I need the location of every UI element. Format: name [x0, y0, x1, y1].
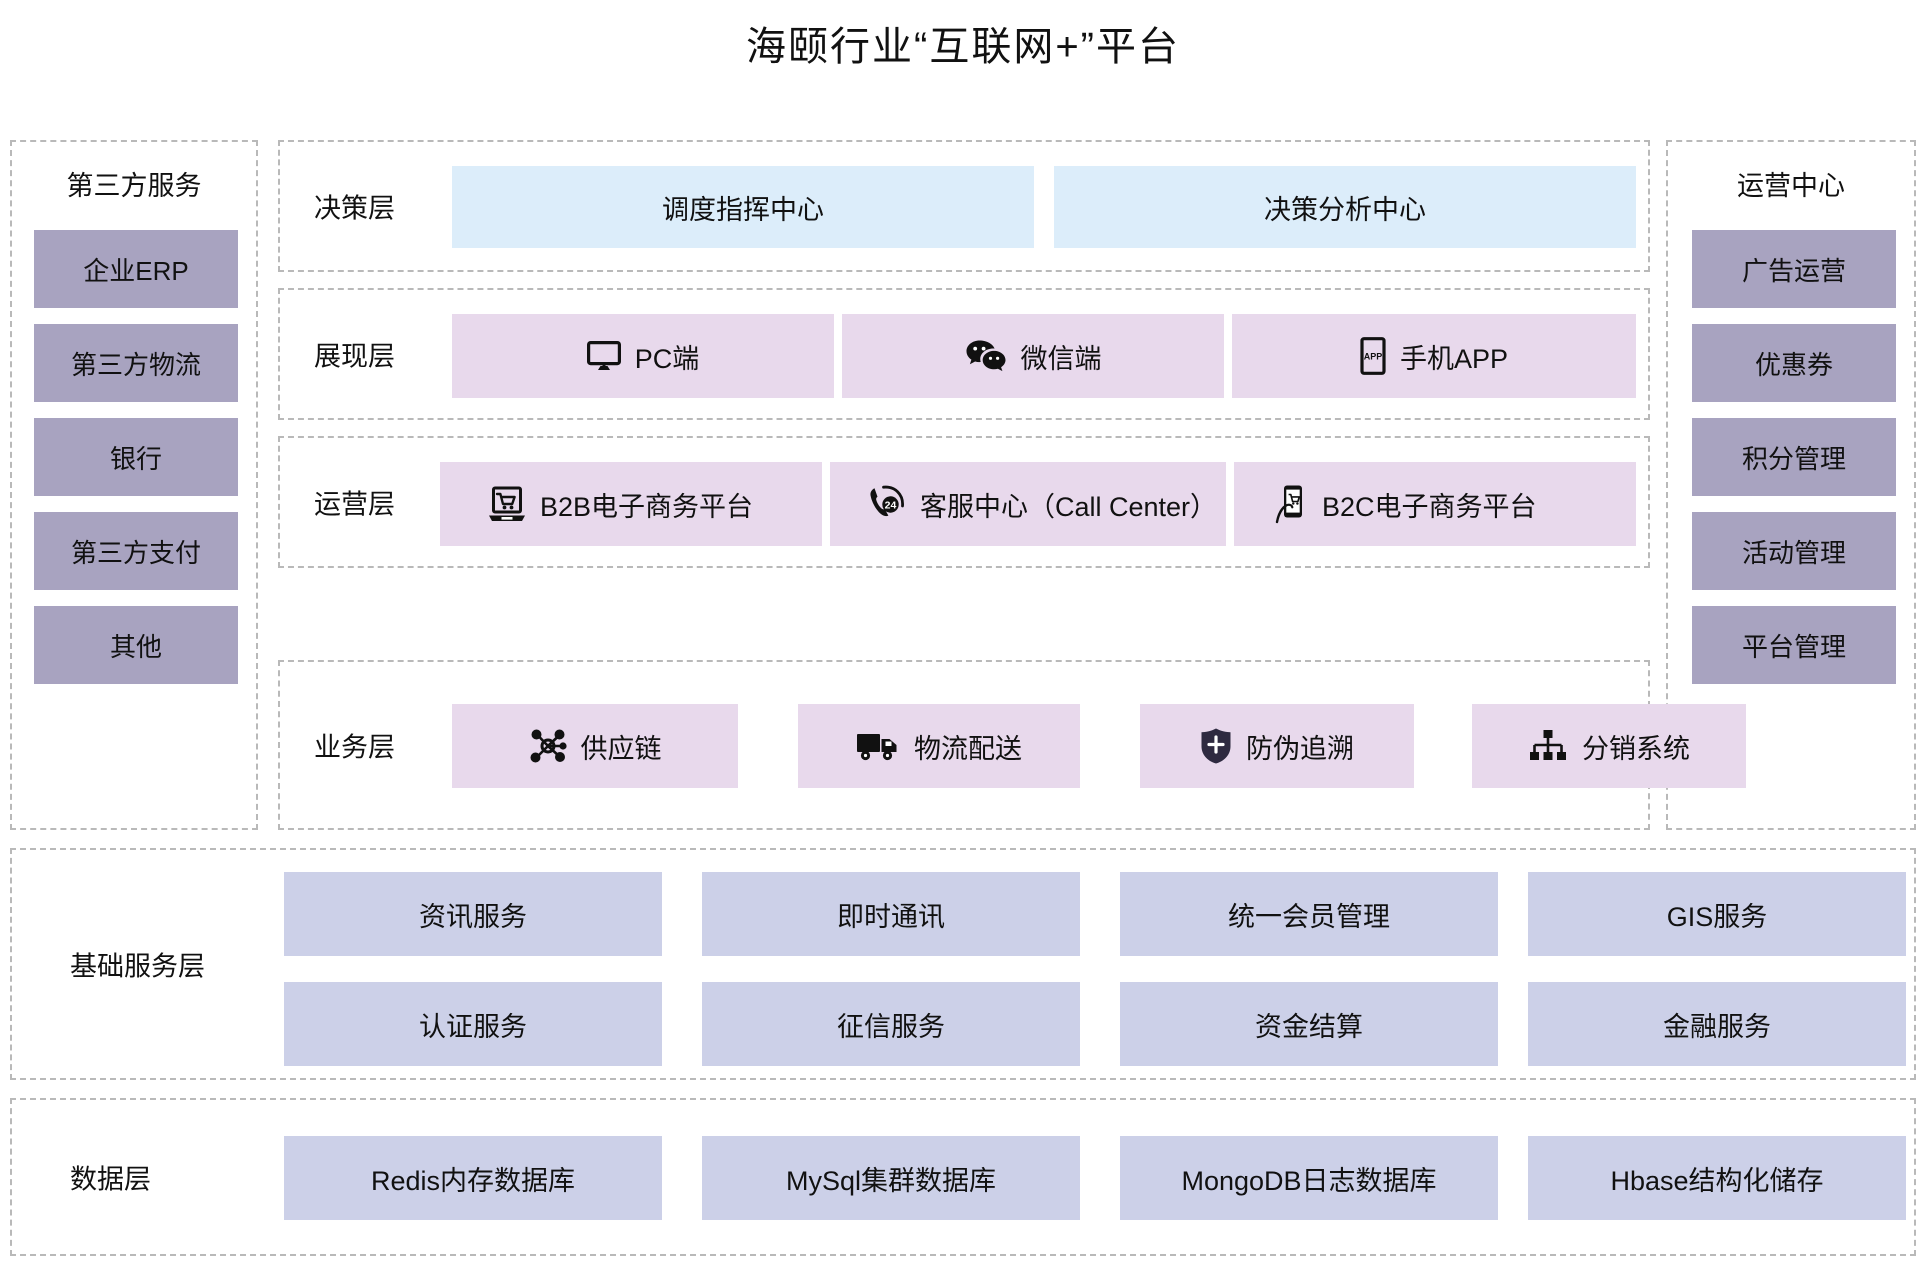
org-tree-icon	[1528, 729, 1568, 763]
side-item-bank[interactable]: 银行	[34, 418, 238, 496]
third-party-services-title: 第三方服务	[66, 171, 202, 201]
base-service-layer-section: 基础服务层 资讯服务 即时通讯 统一会员管理 GIS服务 认证服务 征信服务 资…	[10, 848, 1916, 1080]
cell-dispatch-command-center[interactable]: 调度指挥中心	[452, 166, 1034, 248]
cell-label: 分销系统	[1582, 733, 1690, 764]
page-title: 海颐行业“互联网+”平台	[746, 25, 1180, 69]
presentation-layer: 展现层 PC端	[278, 288, 1650, 420]
cell-distribution-system[interactable]: 分销系统	[1472, 704, 1746, 788]
sv-cell-news-service[interactable]: 资讯服务	[284, 872, 662, 956]
cell-label: PC端	[634, 343, 700, 374]
truck-icon	[856, 731, 900, 761]
base-service-layer-label: 基础服务层	[70, 951, 205, 982]
cell-label: 调度指挥中心	[662, 194, 824, 225]
side-item-other[interactable]: 其他	[34, 606, 238, 684]
side-item-enterprise-erp[interactable]: 企业ERP	[34, 230, 238, 308]
cell-label: 客服中心（Call Center）	[920, 491, 1218, 522]
cell-label: 物流配送	[914, 733, 1022, 764]
cell-customer-service-center[interactable]: 24 客服中心（Call Center）	[830, 462, 1226, 546]
cell-b2c-ecommerce-platform[interactable]: B2C电子商务平台	[1234, 462, 1636, 546]
cell-mobile-app[interactable]: APP 手机APP	[1232, 314, 1636, 398]
side-item-points-management[interactable]: 积分管理	[1692, 418, 1896, 496]
cell-b2b-ecommerce-platform[interactable]: B2B电子商务平台	[440, 462, 822, 546]
operations-center-panel: 运营中心 广告运营 优惠券 积分管理 活动管理 平台管理	[1666, 140, 1916, 830]
sv-cell-gis-service[interactable]: GIS服务	[1528, 872, 1906, 956]
sv-cell-instant-messaging[interactable]: 即时通讯	[702, 872, 1080, 956]
cell-decision-analysis-center[interactable]: 决策分析中心	[1054, 166, 1636, 248]
side-item-coupon[interactable]: 优惠券	[1692, 324, 1896, 402]
cell-wechat-client[interactable]: 微信端	[842, 314, 1224, 398]
network-nodes-icon	[529, 727, 567, 765]
sv-cell-mongodb-log-db[interactable]: MongoDB日志数据库	[1120, 1136, 1498, 1220]
sv-cell-redis-memory-db[interactable]: Redis内存数据库	[284, 1136, 662, 1220]
sv-cell-financial-service[interactable]: 金融服务	[1528, 982, 1906, 1066]
operation-layer-label: 运营层	[314, 489, 395, 520]
sv-cell-mysql-cluster-db[interactable]: MySql集群数据库	[702, 1136, 1080, 1220]
cell-anti-counterfeit-trace[interactable]: 防伪追溯	[1140, 704, 1414, 788]
data-layer-section: 数据层 Redis内存数据库 MySql集群数据库 MongoDB日志数据库 H…	[10, 1098, 1916, 1256]
cell-label: B2B电子商务平台	[540, 491, 754, 522]
business-layer: 业务层 供应链	[278, 660, 1746, 830]
cell-label: 微信端	[1020, 343, 1102, 374]
cell-supply-chain[interactable]: 供应链	[452, 704, 738, 788]
mobile-cart-icon	[1274, 484, 1308, 524]
sv-cell-hbase-structured-storage[interactable]: Hbase结构化储存	[1528, 1136, 1906, 1220]
phone-24h-icon: 24	[866, 485, 906, 523]
operation-layer: 运营层 B2B电子商务平台 24	[278, 436, 1650, 568]
shield-plus-icon	[1200, 727, 1232, 765]
wechat-icon	[965, 339, 1007, 373]
cell-label: 手机APP	[1399, 343, 1509, 374]
cell-label: 决策分析中心	[1264, 194, 1426, 225]
side-item-campaign-management[interactable]: 活动管理	[1692, 512, 1896, 590]
cell-pc-client[interactable]: PC端	[452, 314, 834, 398]
svg-text:APP: APP	[1364, 352, 1383, 362]
sv-cell-unified-member-management[interactable]: 统一会员管理	[1120, 872, 1498, 956]
cell-logistics-delivery[interactable]: 物流配送	[798, 704, 1080, 788]
presentation-layer-label: 展现层	[314, 341, 395, 372]
operations-center-title: 运营中心	[1737, 171, 1845, 201]
decision-layer-label: 决策层	[314, 193, 395, 224]
data-layer-label: 数据层	[70, 1164, 151, 1195]
sv-cell-credit-service[interactable]: 征信服务	[702, 982, 1080, 1066]
side-item-ad-operations[interactable]: 广告运营	[1692, 230, 1896, 308]
decision-layer: 决策层 调度指挥中心 决策分析中心	[278, 140, 1650, 272]
svg-text:24: 24	[885, 499, 897, 511]
monitor-icon	[586, 341, 621, 371]
cell-label: B2C电子商务平台	[1322, 491, 1537, 522]
side-item-third-party-logistics[interactable]: 第三方物流	[34, 324, 238, 402]
mobile-app-icon: APP	[1360, 337, 1386, 375]
sv-cell-authentication-service[interactable]: 认证服务	[284, 982, 662, 1066]
third-party-services-panel: 第三方服务 企业ERP 第三方物流 银行 第三方支付 其他	[10, 140, 258, 830]
cell-label: 供应链	[580, 733, 662, 764]
laptop-cart-icon	[488, 486, 526, 522]
business-layer-label: 业务层	[314, 732, 395, 763]
cell-label: 防伪追溯	[1246, 733, 1354, 764]
side-item-third-party-payment[interactable]: 第三方支付	[34, 512, 238, 590]
side-item-platform-management[interactable]: 平台管理	[1692, 606, 1896, 684]
sv-cell-fund-settlement[interactable]: 资金结算	[1120, 982, 1498, 1066]
